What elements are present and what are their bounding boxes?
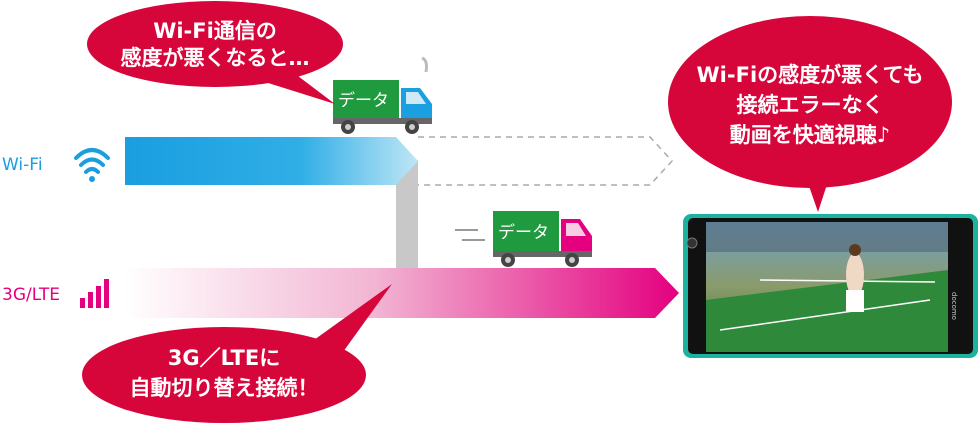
svg-text:感度が悪くなると…: 感度が悪くなると… (121, 46, 310, 70)
signal-bars-icon (80, 279, 109, 308)
bubble-wifi-bad: Wi-Fi通信の 感度が悪くなると… (87, 1, 343, 104)
switch-connector (396, 160, 418, 270)
phone-brand: docomo (950, 292, 958, 320)
wifi-dropped-path (418, 136, 674, 186)
lte-label: 3G/LTE (2, 285, 60, 305)
wifi-bar (125, 137, 418, 185)
data-truck-top: データ (333, 56, 432, 134)
bubble-result: Wi-Fiの感度が悪くても 接続エラーなく 動画を快適視聴♪ (668, 16, 952, 212)
wifi-icon (74, 148, 110, 182)
svg-text:自動切り替え接続！: 自動切り替え接続！ (130, 376, 319, 400)
svg-text:接続エラーなく: 接続エラーなく (737, 93, 884, 117)
smartphone: docomo (683, 214, 978, 358)
svg-text:Wi-Fiの感度が悪くても: Wi-Fiの感度が悪くても (697, 63, 924, 87)
svg-text:3G／LTEに: 3G／LTEに (168, 346, 280, 370)
svg-text:動画を快適視聴♪: 動画を快適視聴♪ (730, 123, 890, 147)
svg-text:Wi-Fi通信の: Wi-Fi通信の (153, 19, 277, 43)
lte-bar (125, 268, 679, 318)
data-truck-bottom: データ (455, 211, 592, 267)
wifi-label: Wi-Fi (2, 155, 43, 175)
svg-text:データ: データ (338, 90, 389, 111)
svg-text:データ: データ (498, 222, 549, 243)
bubble-switch: 3G／LTEに 自動切り替え接続！ (82, 284, 392, 423)
